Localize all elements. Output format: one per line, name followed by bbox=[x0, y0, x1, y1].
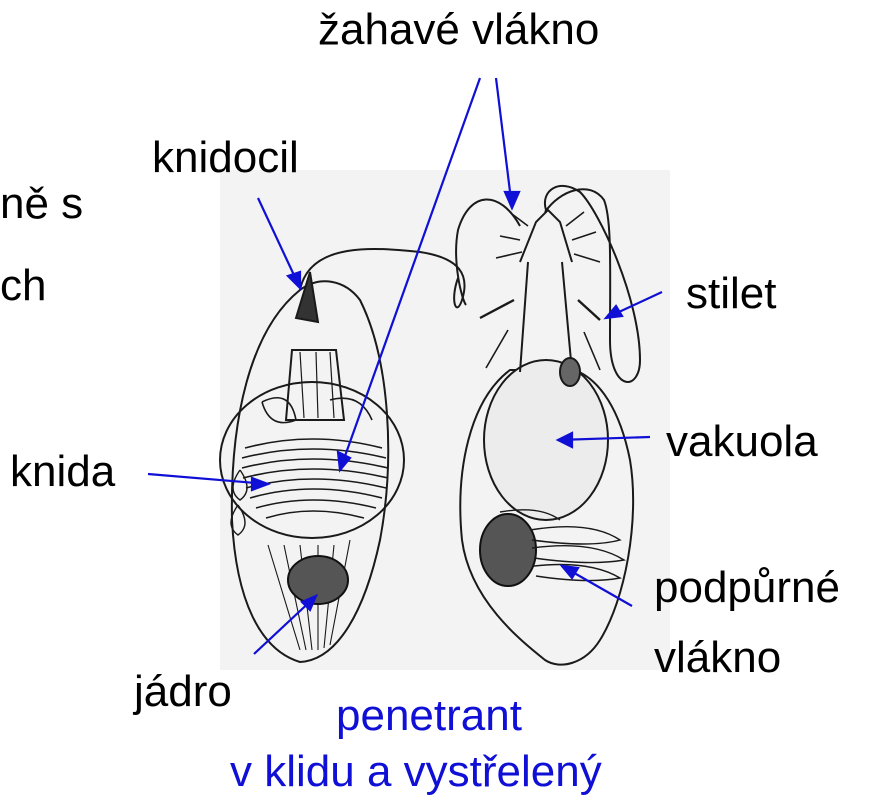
label-knida: knida bbox=[10, 450, 115, 494]
label-jadro: jádro bbox=[134, 670, 232, 714]
caption-line-1: penetrant bbox=[336, 694, 522, 738]
label-vlakno: vlákno bbox=[654, 636, 781, 680]
label-podpurne: podpůrné bbox=[654, 566, 840, 610]
label-zahave-vlakno: žahavé vlákno bbox=[318, 8, 599, 52]
label-knidocil: knidocil bbox=[152, 136, 299, 180]
label-stilet: stilet bbox=[686, 272, 776, 316]
cutoff-text-1: ně s bbox=[0, 182, 83, 226]
cutoff-text-2: ch bbox=[0, 264, 46, 308]
discharged-nucleus-shape bbox=[480, 514, 536, 586]
label-vakuola: vakuola bbox=[666, 420, 818, 464]
caption-line-2: v klidu a vystřelený bbox=[230, 750, 602, 794]
nucleus-shape bbox=[288, 556, 348, 604]
